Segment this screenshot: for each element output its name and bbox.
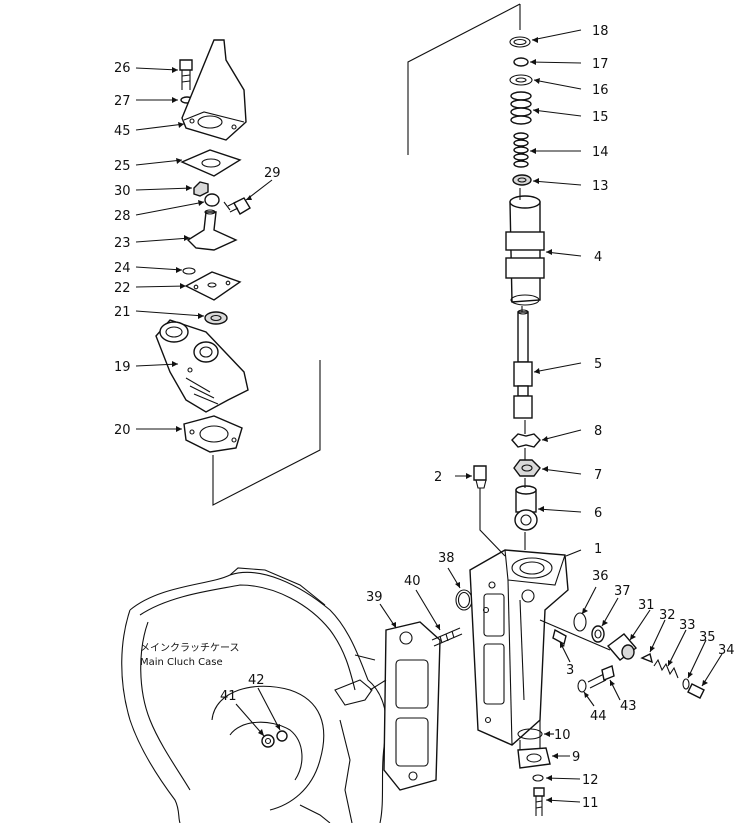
callout-1: 1	[594, 542, 602, 557]
callout-29: 29	[264, 166, 281, 181]
part-33-spring	[653, 658, 679, 679]
part-32-ball	[640, 652, 654, 664]
callout-20: 20	[114, 423, 131, 438]
case-label-jp: メインクラッチケース	[140, 642, 240, 654]
part-20-gasket	[183, 415, 243, 453]
callout-12: 12	[582, 773, 599, 788]
part-40-stud	[431, 627, 463, 647]
part-10-o-ring	[517, 728, 543, 740]
callout-21: 21	[114, 305, 131, 320]
part-31-plug	[606, 633, 638, 661]
part-22-gasket	[184, 271, 242, 301]
part-6-adapter	[514, 485, 538, 531]
callout-31: 31	[638, 598, 655, 613]
part-42-washer	[276, 730, 288, 742]
part-34-bolt	[687, 683, 705, 699]
part-12-washer	[532, 774, 544, 782]
part-25-gasket	[180, 149, 242, 177]
callout-33: 33	[679, 618, 696, 633]
part-14-spring	[513, 132, 529, 168]
callout-35: 35	[699, 630, 716, 645]
part-3-plug	[552, 628, 567, 646]
callout-16: 16	[592, 83, 609, 98]
part-30-nut	[193, 181, 209, 197]
callout-15: 15	[592, 110, 609, 125]
callout-7: 7	[594, 468, 602, 483]
part-9-flange	[517, 747, 551, 769]
callout-18: 18	[592, 24, 609, 39]
part-43-bolt	[587, 665, 615, 689]
part-5-spool	[513, 309, 533, 419]
callout-2: 2	[434, 470, 442, 485]
callout-9: 9	[572, 750, 580, 765]
part-37-seal	[591, 625, 605, 643]
callout-40: 40	[404, 574, 421, 589]
callout-37: 37	[614, 584, 631, 599]
assembly-lines	[212, 3, 611, 691]
callout-6: 6	[594, 506, 602, 521]
callout-45: 45	[114, 124, 131, 139]
part-23-elbow	[186, 209, 238, 251]
callout-24: 24	[114, 261, 131, 276]
part-8-lock-washer	[511, 433, 541, 448]
main-clutch-case	[121, 567, 387, 823]
callout-28: 28	[114, 209, 131, 224]
part-44-washer	[577, 679, 587, 693]
callout-10: 10	[554, 728, 571, 743]
case-label-en: Main Cluch Case	[140, 657, 223, 668]
callout-27: 27	[114, 94, 131, 109]
callout-26: 26	[114, 61, 131, 76]
callout-13: 13	[592, 179, 609, 194]
callout-41: 41	[220, 689, 237, 704]
callout-30: 30	[114, 184, 131, 199]
callout-leaders	[135, 29, 723, 803]
part-15-spring	[510, 91, 532, 125]
callout-34: 34	[718, 643, 735, 658]
callout-44: 44	[590, 709, 607, 724]
part-1-valve-body	[469, 549, 569, 761]
part-24-o-ring	[182, 267, 196, 275]
callout-19: 19	[114, 360, 131, 375]
callout-23: 23	[114, 236, 131, 251]
callout-labels: 18 17 16 15 14 13 4 5 8 7 6 1 2 3 36 37 …	[114, 24, 735, 811]
callout-25: 25	[114, 159, 131, 174]
part-17-retainer	[513, 57, 529, 67]
part-11-bolt	[533, 787, 545, 816]
callout-14: 14	[592, 145, 609, 160]
callout-22: 22	[114, 281, 131, 296]
part-16-washer	[509, 74, 533, 86]
part-41-nut	[261, 734, 275, 748]
case-label: メインクラッチケース Main Cluch Case	[140, 642, 240, 668]
callout-39: 39	[366, 590, 383, 605]
part-39-gasket	[383, 621, 441, 791]
part-4-sleeve	[505, 195, 545, 306]
part-28-fitting	[204, 193, 220, 207]
part-21-seal	[204, 311, 228, 325]
callout-43: 43	[620, 699, 637, 714]
part-35-washer	[682, 678, 690, 690]
callout-3: 3	[566, 663, 574, 678]
part-38-o-ring	[455, 589, 473, 611]
callout-5: 5	[594, 357, 602, 372]
part-18-snap-ring	[509, 36, 531, 48]
part-7-nut	[513, 459, 541, 477]
callout-4: 4	[594, 250, 602, 265]
callout-32: 32	[659, 608, 676, 623]
part-2-breather	[473, 465, 506, 557]
part-36-o-ring	[573, 612, 587, 632]
callout-36: 36	[592, 569, 609, 584]
part-19-housing	[155, 319, 249, 413]
callout-38: 38	[438, 551, 455, 566]
callout-11: 11	[582, 796, 599, 811]
part-45-bracket	[181, 39, 247, 141]
part-26-bolt	[179, 59, 193, 90]
part-29-bolt	[223, 197, 251, 215]
part-13-seat	[512, 174, 532, 186]
callout-8: 8	[594, 424, 602, 439]
callout-42: 42	[248, 673, 265, 688]
callout-17: 17	[592, 57, 609, 72]
